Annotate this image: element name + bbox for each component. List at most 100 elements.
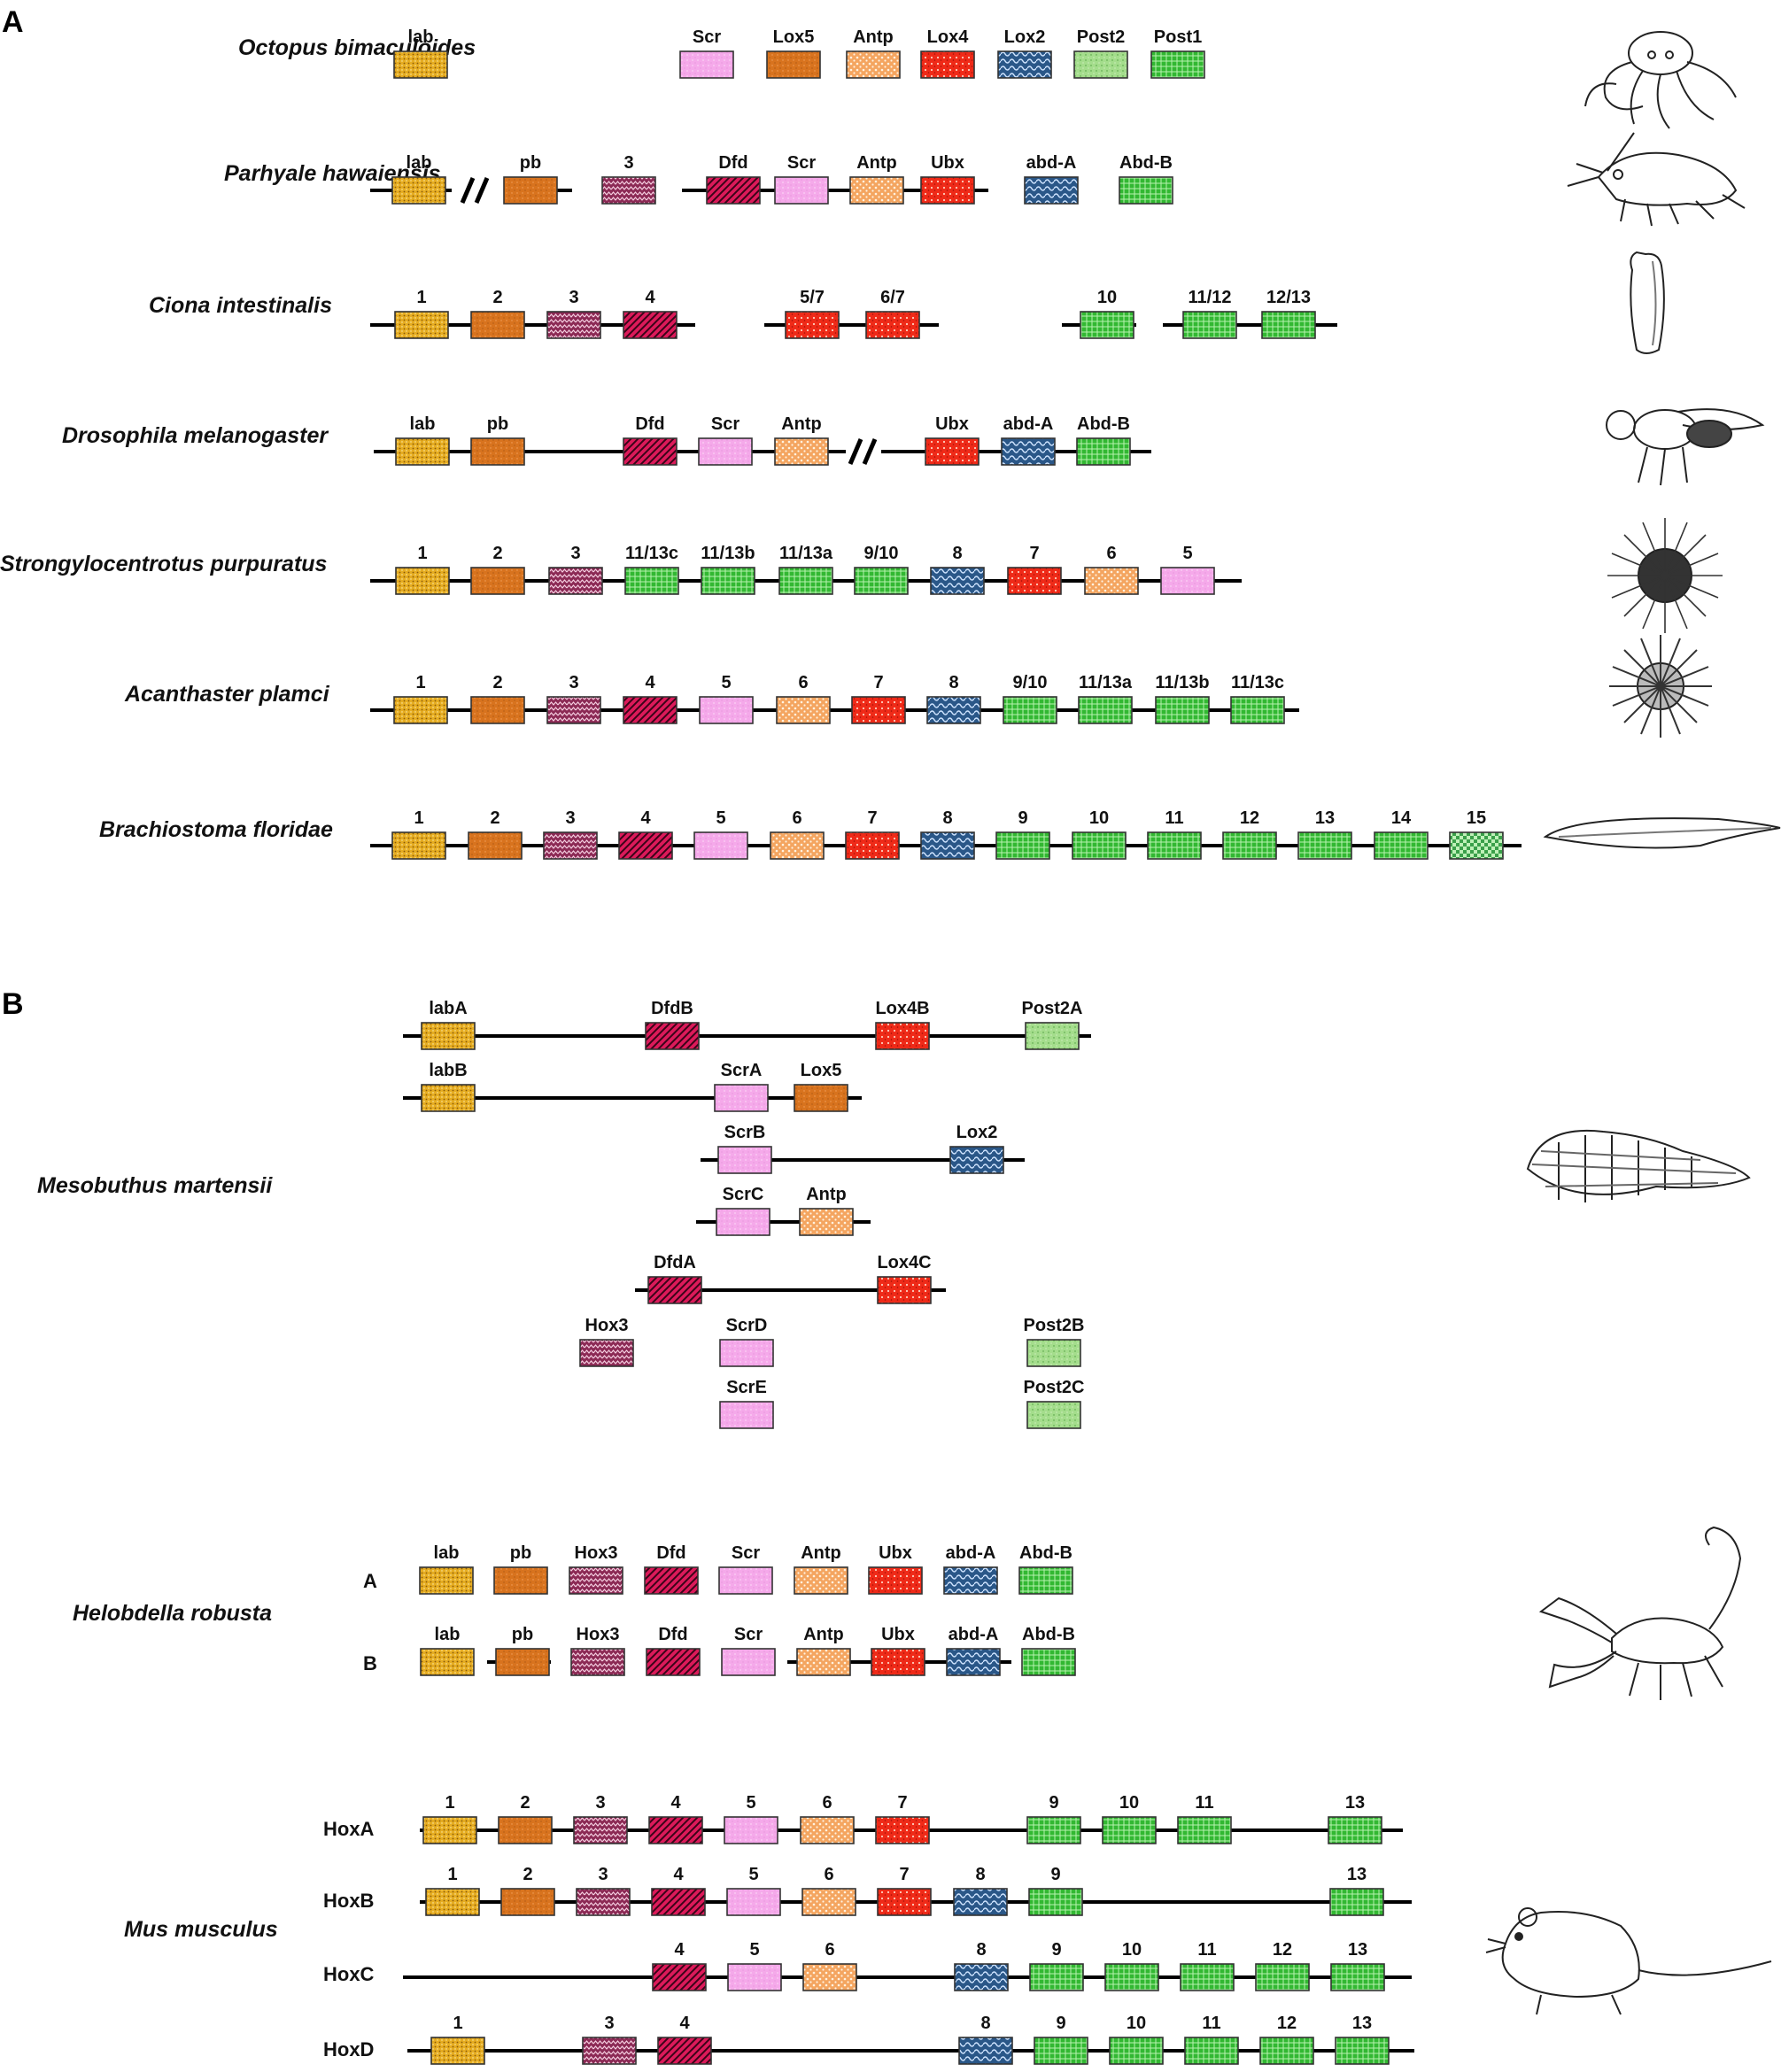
gene-label: ScrE — [726, 1378, 767, 1397]
gene-label: Antp — [781, 414, 822, 434]
gene-label: 1 — [417, 544, 427, 563]
gene-box-antp — [802, 1963, 857, 1991]
gene-box-abdA — [943, 1566, 998, 1595]
gene-box-ubx — [875, 1022, 930, 1050]
gene-label: abd-A — [949, 1625, 999, 1644]
gene-box-scr — [724, 1816, 778, 1844]
gene-box-abdB — [1180, 1963, 1235, 1991]
gene-box-abdB — [995, 831, 1050, 860]
gene-box-dfd — [644, 1566, 699, 1595]
gene-label: 5/7 — [800, 288, 825, 307]
gene-box-hox3 — [582, 2037, 637, 2065]
gene-label: Ubx — [931, 153, 964, 173]
gene-box-dfd — [623, 311, 678, 339]
gene-box-abdB — [1109, 2037, 1164, 2065]
gene-box-abdB — [1147, 831, 1202, 860]
gene-box-lab — [422, 1816, 477, 1844]
gene-label: 7 — [873, 673, 883, 692]
cluster-row-label: HoxD — [323, 2038, 374, 2060]
gene-label: 2 — [492, 673, 502, 692]
gene-box-lab — [395, 567, 450, 595]
gene-label: 8 — [952, 544, 962, 563]
gene-box-ubx — [865, 311, 920, 339]
gene-box-abdB — [1330, 1963, 1385, 1991]
gene-box-antp — [849, 176, 904, 205]
gene-label: 2 — [492, 544, 502, 563]
gene-label: Antp — [806, 1185, 847, 1204]
gene-label: labA — [429, 999, 467, 1018]
gene-box-hox3 — [601, 176, 656, 205]
gene-label: lab — [408, 27, 434, 47]
gene-box-ubx — [875, 1816, 930, 1844]
gene-box-hox3 — [569, 1566, 623, 1595]
gene-box-abdB — [1018, 1566, 1073, 1595]
break-mark — [460, 177, 490, 204]
gene-label: Abd-B — [1077, 414, 1130, 434]
gene-box-abdA — [926, 696, 981, 724]
gene-box-abdB — [1261, 311, 1316, 339]
gene-box-ubx — [785, 311, 840, 339]
gene-label: pb — [510, 1543, 531, 1563]
gene-label: 1 — [447, 1865, 457, 1884]
gene-label: 2 — [490, 808, 499, 828]
species-name: Mesobuthus martensii — [37, 1173, 273, 1198]
gene-box-abdB — [1029, 1963, 1084, 1991]
species-name: Helobdella robusta — [73, 1601, 272, 1626]
gene-label: 11 — [1202, 2014, 1220, 2033]
cluster-row-label: HoxC — [323, 1963, 375, 1985]
gene-box-post2 — [1025, 1022, 1080, 1050]
gene-box-abdB — [1021, 1648, 1076, 1676]
species-name: Drosophila melanogaster — [62, 423, 329, 448]
panel-label-b: B — [2, 987, 24, 1021]
gene-box-antp — [770, 831, 825, 860]
gene-label: 9 — [1050, 1865, 1060, 1884]
gene-box-ubx — [1007, 567, 1062, 595]
starfish-icon — [1609, 635, 1712, 738]
gene-label: Scr — [711, 414, 740, 434]
gene-label: 6 — [1106, 544, 1116, 563]
gene-box-scr — [698, 437, 753, 466]
gene-box-hox3 — [546, 696, 601, 724]
gene-box-post2 — [1026, 1339, 1081, 1367]
gene-box-antp — [846, 50, 901, 79]
gene-label: 5 — [746, 1793, 755, 1813]
gene-label: 12/13 — [1266, 288, 1311, 307]
gene-box-lab — [391, 176, 446, 205]
species-name: Brachiostoma floridae — [99, 817, 333, 842]
gene-label: Lox2 — [956, 1123, 998, 1142]
gene-box-dfd — [623, 437, 678, 466]
gene-label: 3 — [569, 673, 578, 692]
gene-label: 8 — [976, 1940, 986, 1960]
gene-label: Ubx — [879, 1543, 912, 1563]
gene-box-pb — [495, 1648, 550, 1676]
gene-label: lab — [435, 1625, 461, 1644]
gene-box-lab — [430, 2037, 485, 2065]
gene-label: 4 — [673, 1865, 684, 1884]
gene-label: 6 — [822, 1793, 832, 1813]
gene-box-ubx — [877, 1276, 932, 1304]
gene-box-scr — [693, 831, 748, 860]
gene-box-ubx — [868, 1566, 923, 1595]
gene-box-post2 — [1026, 1401, 1081, 1429]
gene-box-abdA — [1024, 176, 1079, 205]
gene-box-pb — [468, 831, 523, 860]
gene-box-scr — [774, 176, 829, 205]
gene-box-lab — [393, 50, 448, 79]
gene-label: Post2 — [1077, 27, 1125, 47]
gene-label: Lox4 — [927, 27, 970, 47]
gene-label: 3 — [604, 2014, 614, 2033]
gene-label: abd-A — [946, 1543, 996, 1563]
gene-box-abdA — [1001, 437, 1056, 466]
gene-label: 3 — [565, 808, 575, 828]
gene-label: 10 — [1127, 2014, 1146, 2033]
gene-label: Scr — [787, 153, 816, 173]
gene-box-scr — [719, 1339, 774, 1367]
lancelet-icon — [1543, 817, 1781, 849]
gene-label: Lox5 — [773, 27, 815, 47]
gene-box-ubx — [845, 831, 900, 860]
scorpion-icon — [1538, 1526, 1742, 1700]
gene-label: 6/7 — [880, 288, 905, 307]
gene-label: 13 — [1348, 1940, 1367, 1960]
